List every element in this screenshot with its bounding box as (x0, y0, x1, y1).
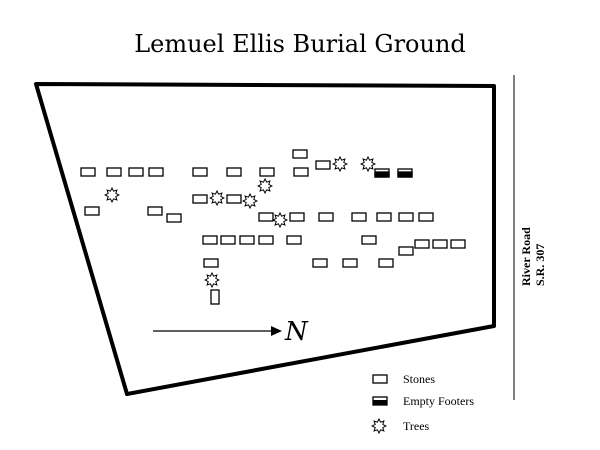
stone (106, 167, 122, 177)
stone (192, 194, 208, 204)
stone (239, 235, 255, 245)
stone (293, 167, 309, 177)
stone (258, 235, 274, 245)
stone (289, 212, 305, 222)
legend-stone-swatch (372, 374, 388, 384)
stones (80, 149, 466, 305)
tree-star-icon (332, 156, 348, 172)
stone (192, 167, 208, 177)
road-number-label: S.R. 307 (533, 244, 547, 286)
stone (84, 206, 100, 216)
legend-footer-label: Empty Footers (403, 394, 474, 408)
empty-footer-fill (374, 171, 390, 178)
stone (166, 213, 182, 223)
stone (226, 194, 242, 204)
stone (203, 258, 219, 268)
stone (80, 167, 96, 177)
stone (148, 167, 164, 177)
north-arrow-head (271, 326, 282, 336)
stone (351, 212, 367, 222)
map-title: Lemuel Ellis Burial Ground (134, 30, 466, 58)
stone (342, 258, 358, 268)
road-label: River Road (519, 227, 533, 286)
plot-boundary (34, 82, 496, 396)
stone (312, 258, 328, 268)
stone (258, 212, 274, 222)
north-label: N (284, 317, 309, 347)
empty-footers (374, 168, 413, 178)
stone (286, 235, 302, 245)
stone (361, 235, 377, 245)
stone (147, 206, 163, 216)
stone (432, 239, 448, 249)
stone (398, 246, 414, 256)
legend: Stones Empty Footers Trees (371, 372, 474, 434)
stone (128, 167, 144, 177)
stone (398, 212, 414, 222)
stone (220, 235, 236, 245)
stone (414, 239, 430, 249)
tree-star-icon (204, 272, 220, 288)
tree-star-icon (272, 212, 288, 228)
tree-star-icon (209, 190, 225, 206)
stone (292, 149, 308, 159)
stone (259, 167, 275, 177)
legend-stone-label: Stones (403, 372, 435, 386)
road-name: River Road (519, 227, 533, 286)
legend-tree-icon (371, 418, 387, 434)
stone (418, 212, 434, 222)
tree-star-icon (242, 193, 258, 209)
legend-footer-fill (373, 400, 387, 405)
stone (210, 289, 220, 305)
road-number: S.R. 307 (533, 244, 547, 286)
legend-tree-label: Trees (403, 419, 430, 433)
stone (315, 160, 331, 170)
stone (378, 258, 394, 268)
stone (226, 167, 242, 177)
tree-star-icon (104, 187, 120, 203)
stone (376, 212, 392, 222)
tree-star-icon (257, 178, 273, 194)
tree-star-icon (360, 156, 376, 172)
stone (318, 212, 334, 222)
stone (202, 235, 218, 245)
empty-footer-fill (397, 171, 413, 178)
stone (450, 239, 466, 249)
